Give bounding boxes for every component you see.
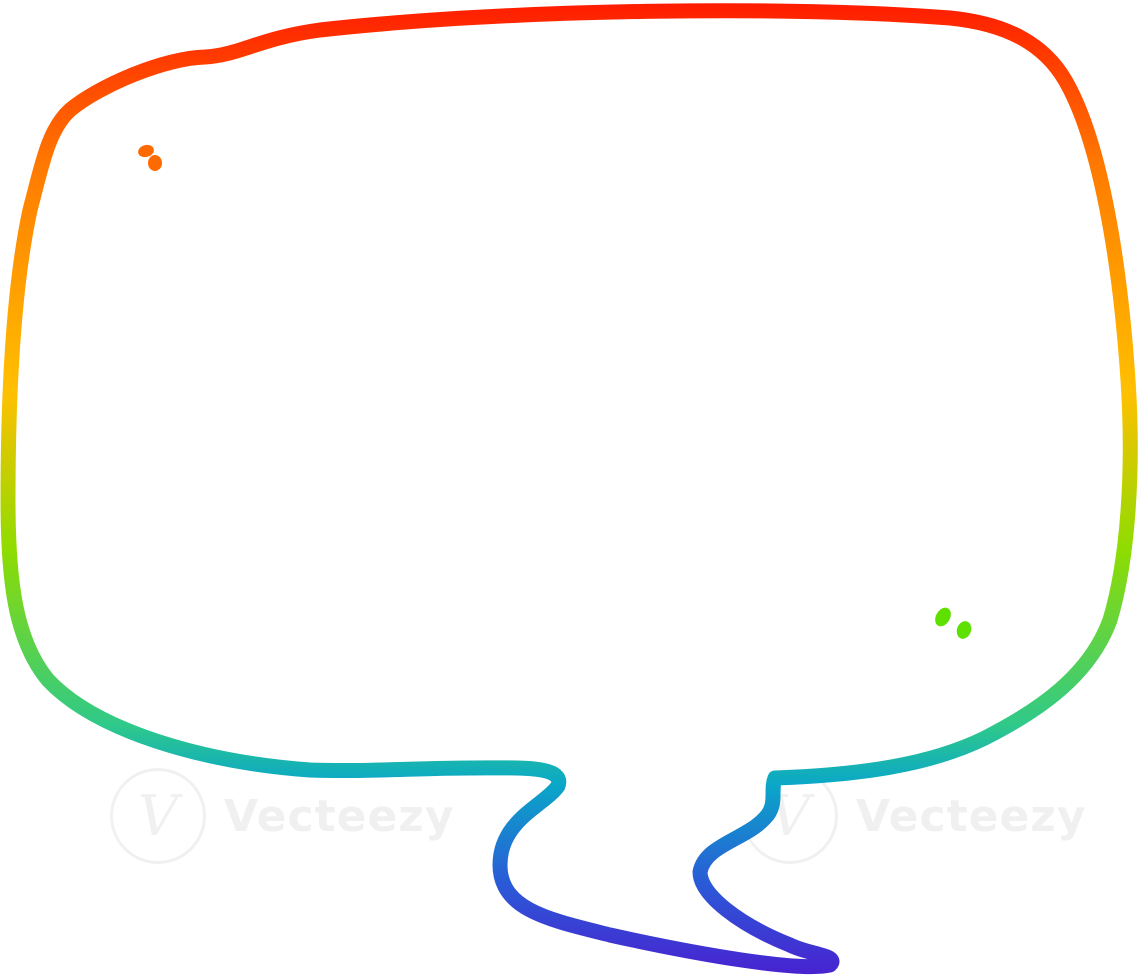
accent-dot: [138, 144, 154, 158]
bottom-right-accent-marks: [935, 607, 972, 639]
accent-dot: [956, 621, 972, 639]
accent-dot: [935, 607, 951, 627]
top-left-accent-marks: [138, 144, 162, 171]
accent-dot: [148, 155, 162, 171]
speech-bubble-outline: [0, 3, 1138, 975]
